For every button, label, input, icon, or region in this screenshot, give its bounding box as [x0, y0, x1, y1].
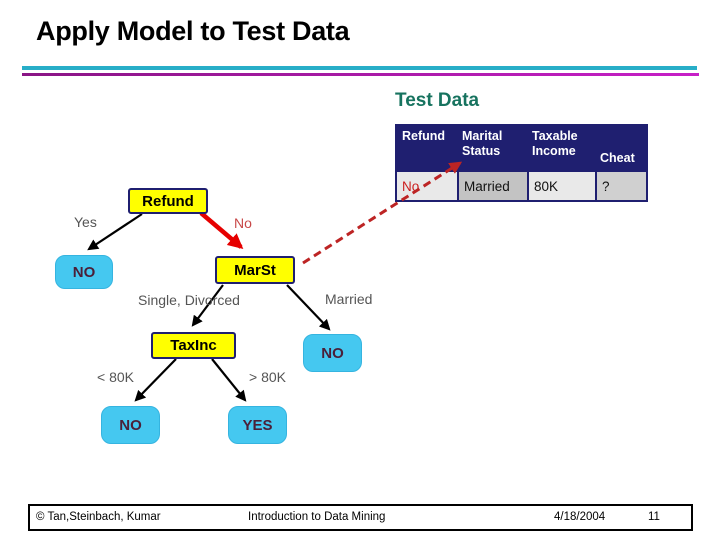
leaf-no-married: NO — [303, 334, 362, 372]
branch-label-gt80k: > 80K — [249, 369, 286, 385]
node-marst: MarSt — [215, 256, 295, 284]
leaf-no-refund-yes: NO — [55, 255, 113, 289]
header-refund: Refund — [402, 129, 446, 143]
branch-label-married: Married — [325, 291, 373, 307]
branch-label-single-divorced: Single, Divorced — [138, 292, 240, 308]
branch-label-lt80k: < 80K — [97, 369, 134, 385]
header-cheat: Cheat — [600, 151, 635, 166]
slide-title: Apply Model to Test Data — [36, 16, 350, 46]
footer-date: 4/18/2004 — [554, 511, 606, 523]
node-refund: Refund — [128, 188, 208, 214]
footer-bar: © Tan,Steinbach, Kumar Introduction to D… — [28, 504, 693, 531]
edge-marst-married — [286, 284, 331, 331]
title-rule-magenta — [22, 73, 699, 76]
cell-cheat-value: ? — [595, 172, 646, 200]
title-rule-teal — [22, 66, 697, 70]
cell-marital-value: Married — [457, 172, 527, 200]
edge-taxinc-lt80k — [134, 358, 177, 402]
node-taxinc: TaxInc — [151, 332, 236, 359]
footer-copyright: © Tan,Steinbach, Kumar — [36, 511, 161, 523]
edge-refund-yes — [87, 213, 143, 251]
table-header-row: Refund Marital Status Taxable Income Che… — [397, 126, 646, 170]
cell-income-value: 80K — [527, 172, 595, 200]
table-row: No Married 80K ? — [397, 170, 646, 200]
footer-page-number: 11 — [648, 511, 660, 523]
leaf-no-low-income: NO — [101, 406, 160, 444]
leaf-yes-high-income: YES — [228, 406, 287, 444]
edge-taxinc-gt80k — [211, 358, 247, 402]
header-marital-status: Marital Status — [462, 129, 503, 158]
test-data-table: Refund Marital Status Taxable Income Che… — [395, 124, 648, 202]
test-data-label: Test Data — [395, 90, 480, 111]
header-taxable-income: Taxable Income — [532, 129, 578, 158]
cell-refund-value: No — [397, 172, 457, 200]
footer-book-title: Introduction to Data Mining — [248, 511, 386, 523]
branch-label-no: No — [234, 215, 252, 231]
branch-label-yes: Yes — [74, 214, 97, 230]
